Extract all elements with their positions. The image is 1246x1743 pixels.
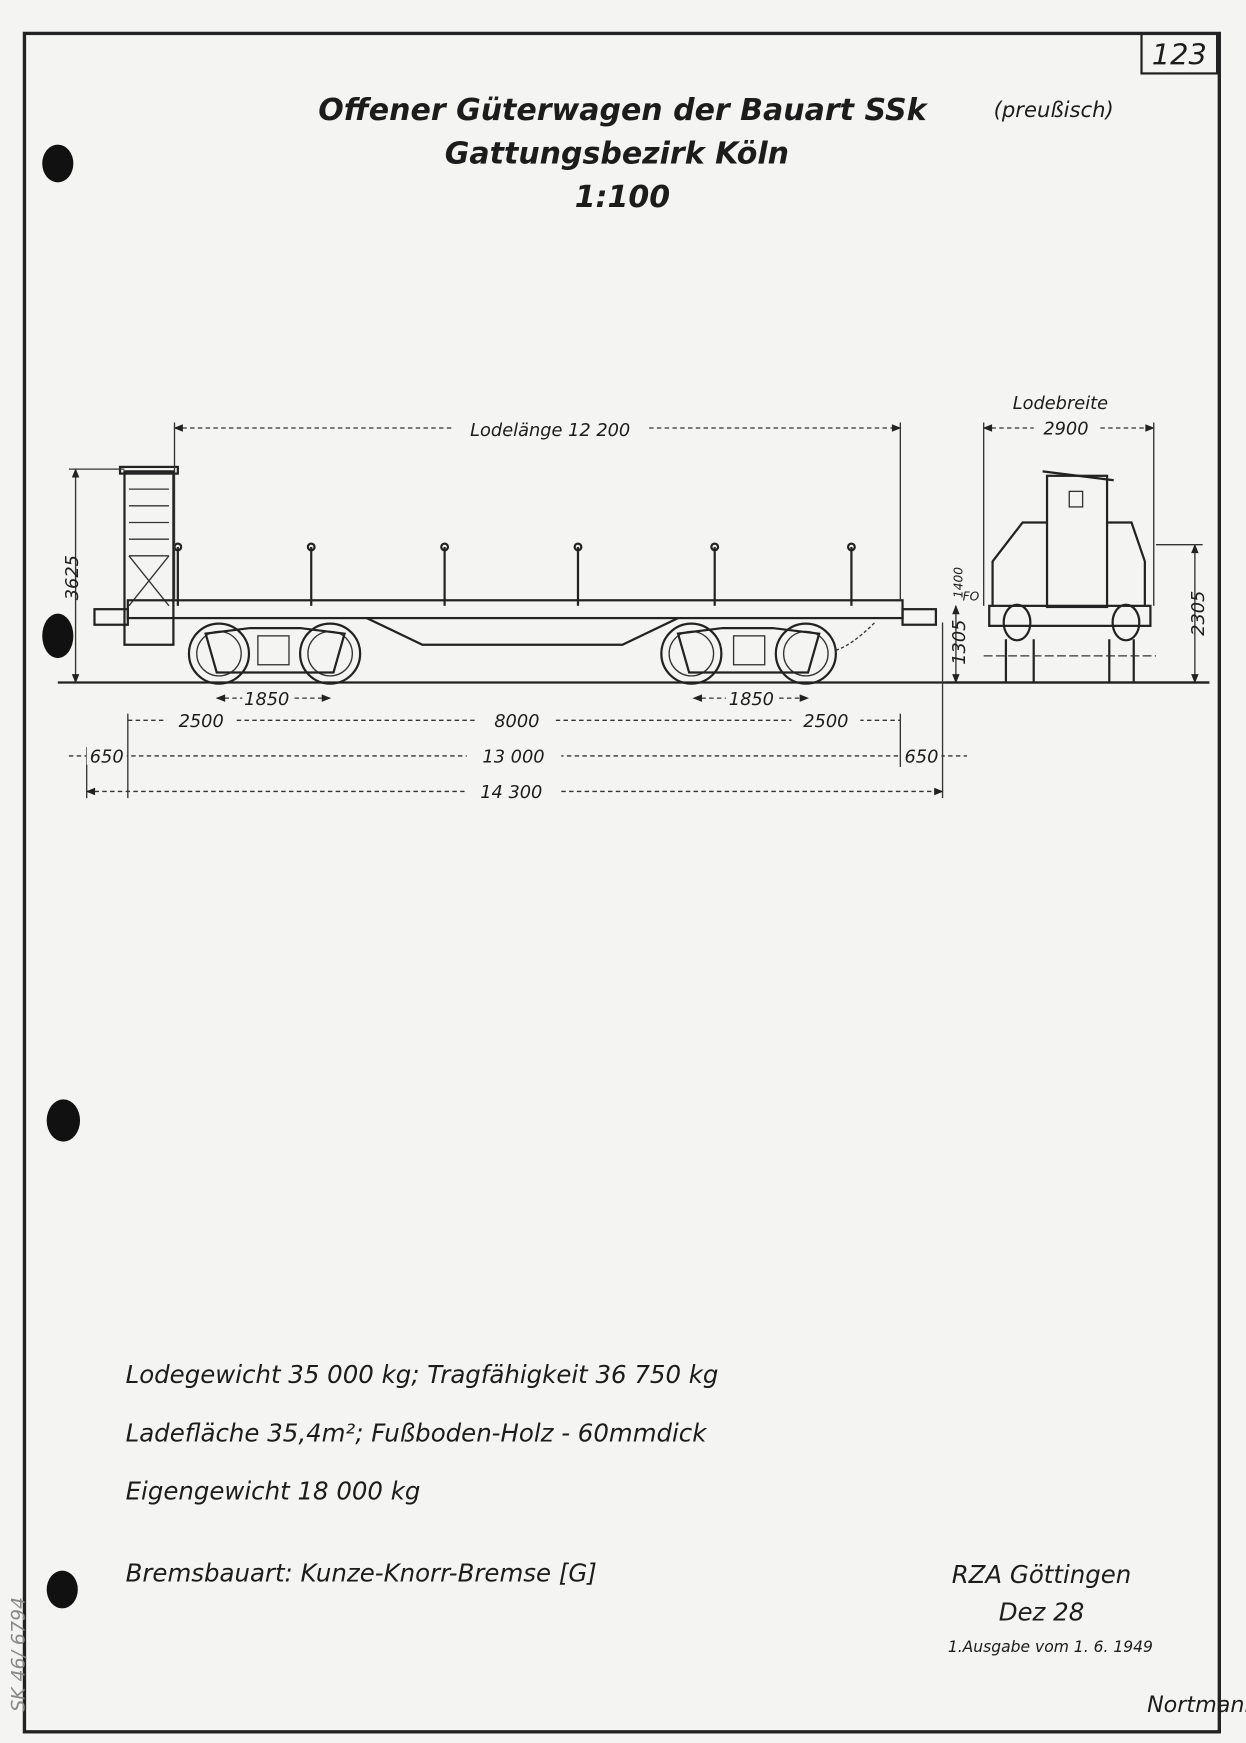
bogie-left [187, 622, 362, 685]
dim-load-width: 2900 [1043, 419, 1088, 440]
spec-load-area: Ladefläche 35,4m²; Fußboden-Holz - 60mmd… [126, 1419, 708, 1448]
footer-office: RZA Göttingen [952, 1560, 1132, 1589]
title-scale: 1:100 [575, 180, 671, 215]
end-view: Lodebreite 2900 2305 1305 1400 FO [944, 393, 1210, 684]
dim-height-total: 3625 [62, 555, 83, 600]
label-load-width: Lodebreite [1013, 393, 1108, 414]
footer-signature: Nortmann [1147, 1692, 1246, 1718]
bogie-right [660, 622, 876, 685]
dim-bogie-wb-left: 1850 [244, 689, 289, 710]
spec-load-weight: Lodegewicht 35 000 kg; Tragfähigkeit 36 … [126, 1360, 719, 1389]
footer-edition: 1.Ausgabe vom 1. 6. 1949 [948, 1638, 1153, 1656]
punch-holes [42, 144, 81, 1609]
label-fo: FO [963, 589, 980, 603]
footer-ref: Dez 28 [999, 1598, 1085, 1627]
dim-buffer-left: 650 [90, 747, 124, 768]
dim-height-1400: 1400 [952, 567, 966, 598]
dim-frame-length: 13 000 [482, 747, 544, 768]
page-number: 123 [1152, 38, 1207, 72]
sheet-border [22, 31, 1221, 1734]
side-view: Lodelänge 12 200 3625 1850 1850 2500 800… [57, 415, 1210, 803]
dim-end-bogie-left: 2500 [179, 711, 224, 732]
dim-height-1305: 1305 [949, 620, 970, 665]
dim-length-over-buffers: 14 300 [480, 782, 542, 803]
dim-height-2305: 2305 [1188, 591, 1209, 636]
spec-brake-type: Bremsbauart: Kunze-Knorr-Bremse [G] [126, 1559, 597, 1588]
dim-load-length: Lodelänge 12 200 [470, 420, 630, 441]
side-stamp: SK 46/ 6794 [7, 1597, 29, 1712]
dim-bogie-wb-right: 1850 [729, 689, 774, 710]
dim-buffer-right: 650 [904, 747, 938, 768]
title-note: (preußisch) [994, 97, 1114, 122]
title-line2: Gattungsbezirk Köln [445, 136, 789, 171]
dim-bogie-centers: 8000 [494, 711, 539, 732]
page-number-box: 123 [1140, 32, 1219, 75]
title-line1: Offener Güterwagen der Bauart SSk [318, 93, 928, 128]
spec-tare-weight: Eigengewicht 18 000 kg [126, 1477, 421, 1506]
dim-end-bogie-right: 2500 [803, 711, 848, 732]
